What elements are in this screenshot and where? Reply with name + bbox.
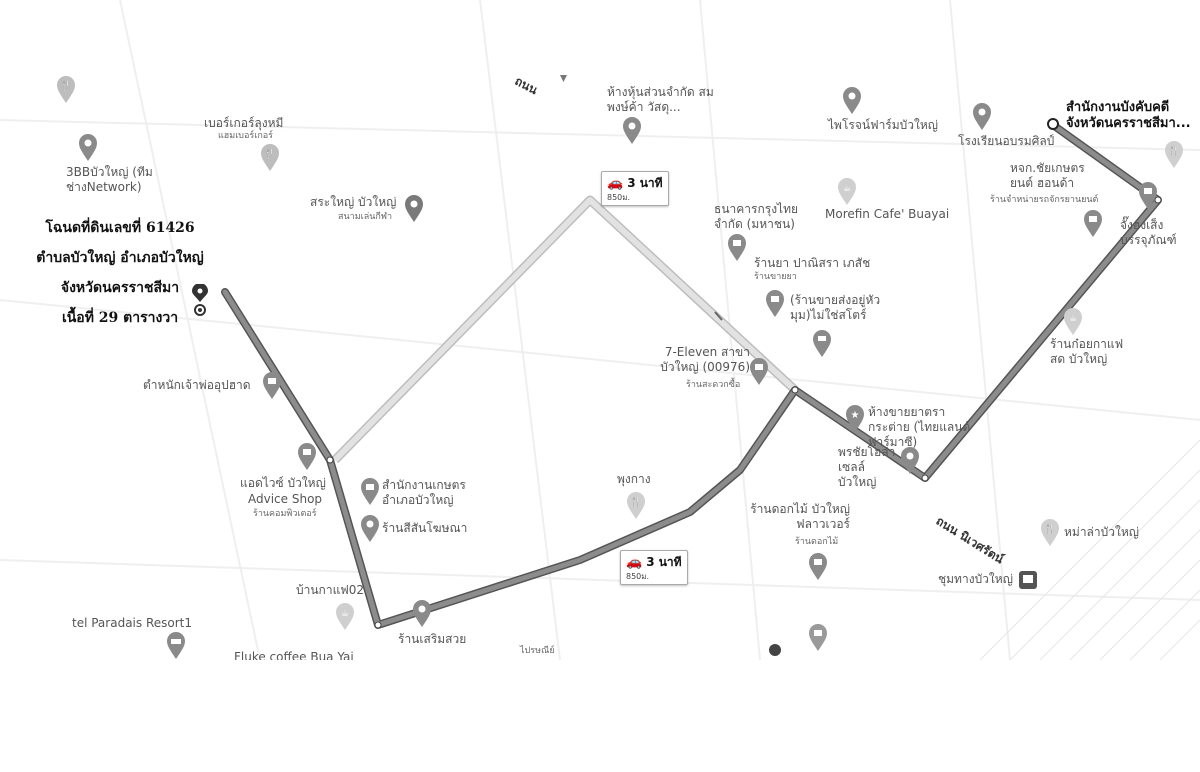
poi-label[interactable]: บ้านกาแฟ02 <box>296 583 365 597</box>
place-pin-icon[interactable] <box>404 195 424 223</box>
parcel-area: เนื้อที่ 29 ตารางวา <box>61 310 179 326</box>
map-base <box>0 0 1200 660</box>
eta-box-alt-route[interactable]: 🚗 3 นาที 850ม. <box>601 171 669 206</box>
cafe-pin-icon[interactable]: ☕ <box>1063 308 1083 336</box>
parcel-deed-number: โฉนดที่ดินเลขที่ 61426 <box>45 220 195 236</box>
restaurant-pin-icon[interactable]: 🍴 <box>56 76 76 104</box>
poi-label[interactable]: Fluke coffee Bua Yai <box>234 650 354 660</box>
poi-category: ร้านสะดวกซื้อ <box>686 380 741 390</box>
shop-pin-icon[interactable] <box>1138 182 1158 210</box>
poi-label[interactable]: พุงกาง <box>617 472 651 486</box>
svg-text:🍴: 🍴 <box>264 147 276 160</box>
restaurant-pin-icon[interactable]: 🍴 <box>1040 519 1060 547</box>
school-pin-icon[interactable] <box>972 103 992 131</box>
poi-category: ร้านคอมพิวเตอร์ <box>253 509 317 519</box>
bank-pin-icon[interactable] <box>727 234 747 262</box>
parcel-info-block: โฉนดที่ดินเลขที่ 61426 ตำบลบัวใหญ่ อำเภอ… <box>20 213 220 333</box>
restaurant-pin-icon[interactable]: 🍴 <box>1164 141 1184 169</box>
place-pin-icon[interactable] <box>78 134 98 162</box>
poi-label[interactable]: พรชัยโฮล่า เซลล์บัวใหญ่ <box>838 445 896 489</box>
svg-text:☕: ☕ <box>1069 314 1077 324</box>
svg-text:🍴: 🍴 <box>60 79 72 92</box>
poi-label[interactable]: Morefin Cafe' Buayai <box>825 207 950 221</box>
poi-category: สนามเล่นกีฬา <box>338 212 393 222</box>
poi-label[interactable]: ร้านก๋อยกาแฟ สด บัวใหญ่ <box>1050 337 1124 366</box>
origin-pin-icon[interactable] <box>189 284 211 318</box>
shop-pin-icon[interactable] <box>765 290 785 318</box>
poi-label[interactable]: เบอร์เกอร์ลุงหมี <box>204 116 284 130</box>
poi-label[interactable]: ไปรษณีย์ <box>520 646 555 656</box>
poi-label[interactable]: ร้านดอกไม้ บัวใหญ่ฟลาวเวอร์ <box>750 502 850 531</box>
restaurant-pin-icon[interactable]: 🍴 <box>260 144 280 172</box>
poi-category: ร้านขายยา <box>754 272 797 282</box>
svg-text:☕: ☕ <box>843 184 851 194</box>
poi-label[interactable]: ชุมทางบัวใหญ่ <box>938 572 1013 586</box>
salon-pin-icon[interactable] <box>412 600 432 628</box>
poi-label[interactable]: ห้างหุ้นส่วนจำกัด สมพงษ์ค้า วัสดุ... <box>607 85 714 114</box>
poi-category: ร้านจำหน่ายรถจักรยานยนต์ <box>990 195 1099 205</box>
shop-pin-icon[interactable] <box>808 624 828 652</box>
eta-box-main-route[interactable]: 🚗 3 นาที 850ม. <box>620 550 688 585</box>
temple-pin-icon[interactable] <box>262 372 282 400</box>
cafe-pin-icon[interactable]: ☕ <box>335 603 355 631</box>
svg-text:🍴: 🍴 <box>630 495 642 508</box>
flower-shop-pin-icon[interactable] <box>808 553 828 581</box>
poi-label[interactable]: 7-Eleven สาขา บัวใหญ่ (00976) <box>660 345 750 374</box>
office-pin-icon[interactable] <box>360 478 380 506</box>
destination-label[interactable]: สำนักงานบังคับคดี จังหวัดนครราชสีมา... <box>1066 100 1191 131</box>
shop-pin-icon[interactable] <box>297 443 317 471</box>
poi-label[interactable]: ธนาคารกรุงไทย จำกัด (มหาชน) <box>714 202 799 231</box>
map-canvas[interactable]: 🍴 🍴 ☕ 🍴 ☕ ★ ☕ 🍴 🍴 โฉนดที่ดินเลขที่ 61426… <box>0 0 1200 660</box>
poi-label[interactable]: ร้านเสริมสวย <box>398 632 467 646</box>
cart-pin-icon[interactable] <box>812 330 832 358</box>
poi-category: ร้านดอกไม้ <box>795 537 839 547</box>
parcel-province: จังหวัดนครราชสีมา <box>60 280 180 296</box>
poi-label[interactable]: ร้านยา ปาณิสรา เภสัช <box>754 256 871 270</box>
parcel-subdistrict: ตำบลบัวใหญ่ อำเภอบัวใหญ่ <box>36 250 204 266</box>
poi-label[interactable]: tel Paradais Resort1 <box>72 616 192 630</box>
restaurant-pin-icon[interactable]: 🍴 <box>626 492 646 520</box>
svg-text:🍴: 🍴 <box>1044 522 1056 535</box>
phone-shop-pin-icon[interactable] <box>900 447 920 475</box>
poi-label[interactable]: จั๊งฮงเส็ง บรรจุภัณฑ์ <box>1120 218 1177 247</box>
poi-label[interactable]: สำนักงานเกษตร อำเภอบัวใหญ่ <box>382 478 466 507</box>
poi-label[interactable]: แอดไวซ์ บัวใหญ่ <box>240 476 326 490</box>
car-icon: 🚗 <box>607 176 624 191</box>
poi-category: แฮมเบอร์เกอร์ <box>218 131 274 141</box>
hotel-pin-icon[interactable] <box>166 632 186 660</box>
poi-label[interactable]: หจก.ชัยเกษตร ยนต์ ฮอนด้า <box>1010 161 1085 190</box>
poi-label[interactable]: (ร้านขายส่งอยู่หัว มุม)ไม่ใช่สโตร์ <box>790 293 881 322</box>
poi-label[interactable]: หม่าล่าบัวใหญ่ <box>1064 525 1139 539</box>
poi-label[interactable]: ร้านสีสันโฆษณา <box>382 521 468 535</box>
shop-pin-icon[interactable] <box>1083 210 1103 238</box>
poi-label[interactable]: ตำหนักเจ้าพ่ออุปฮาด <box>143 378 251 392</box>
svg-text:🍴: 🍴 <box>1168 144 1180 157</box>
poi-label[interactable]: ห้างขายยาตรากระต่าย (ไทยแลนด์ฟาร์มาซี) <box>868 405 971 449</box>
cafe-pin-icon[interactable]: ☕ <box>837 178 857 206</box>
poi-label[interactable]: โรงเรียนอบรมศิลป์ <box>958 134 1055 148</box>
place-pin-icon[interactable] <box>622 117 642 145</box>
poi-label[interactable]: ไพโรจน์ฟาร์มบัวใหญ่ <box>828 118 939 132</box>
poi-label[interactable]: Advice Shop <box>248 492 323 506</box>
svg-text:★: ★ <box>851 410 860 421</box>
place-pin-icon[interactable] <box>842 87 862 115</box>
poi-label[interactable]: 3BBบัวใหญ่ (ทีม ช่างNetwork) <box>66 165 153 194</box>
destination-marker-icon[interactable] <box>1046 117 1060 131</box>
transit-station-icon[interactable] <box>1018 570 1038 590</box>
pharmacy-pin-icon[interactable]: ★ <box>845 405 865 433</box>
poi-label[interactable]: สระใหญ่ บัวใหญ่ <box>310 195 397 209</box>
car-icon: 🚗 <box>626 555 643 570</box>
svg-text:☕: ☕ <box>341 609 349 619</box>
place-pin-icon[interactable] <box>360 515 380 543</box>
store-pin-icon[interactable] <box>749 358 769 386</box>
